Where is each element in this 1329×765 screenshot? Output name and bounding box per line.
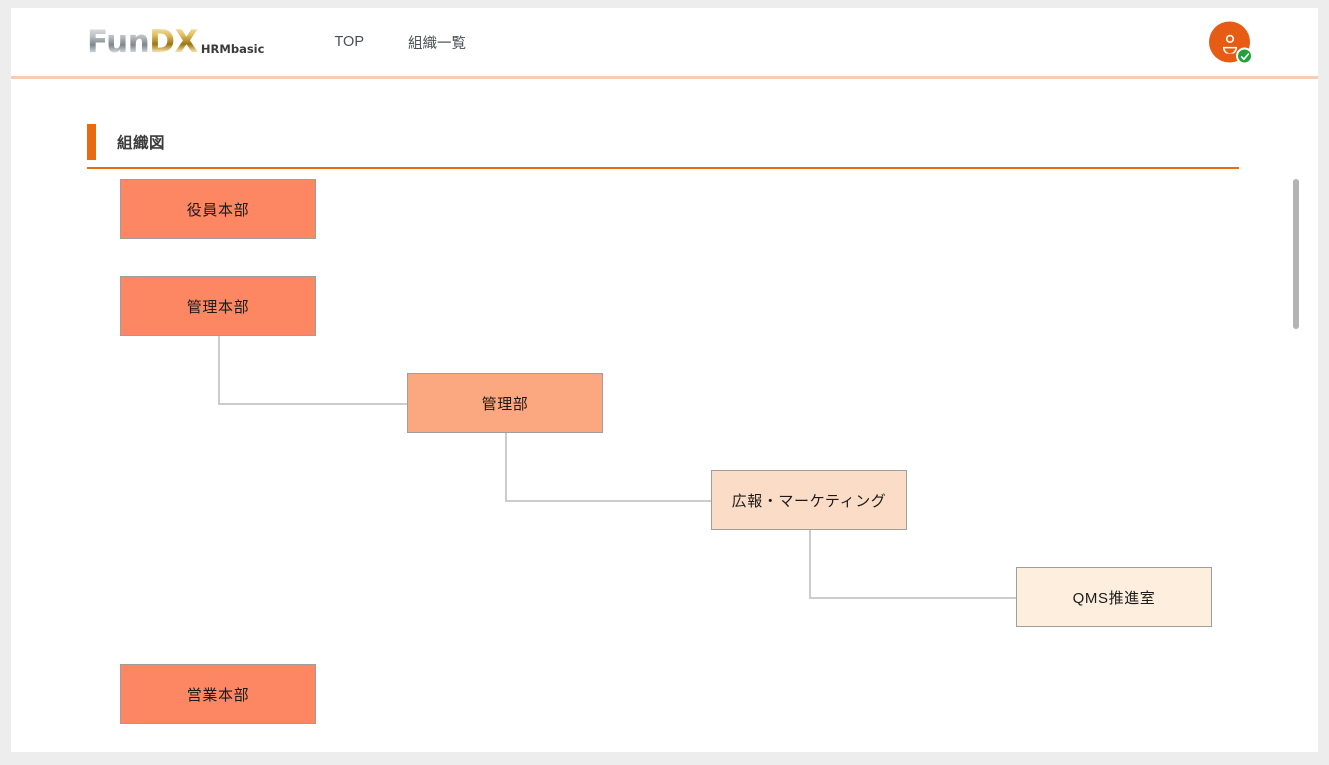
org-node-label: 広報・マーケティング [731,492,887,510]
org-node-label: 管理本部 [186,298,250,316]
nav-link-org-list[interactable]: 組織一覧 [408,35,466,52]
main-nav: TOP 組織一覧 [312,26,488,59]
org-node-label: 管理部 [481,395,529,413]
org-node[interactable]: QMS推進室 [1016,567,1212,627]
chart-scrollbar-track[interactable] [1292,179,1300,734]
org-node[interactable]: 広報・マーケティング [711,470,907,530]
org-connector-horizontal [218,403,407,405]
org-connector-vertical [505,433,507,500]
chart-scrollbar-thumb[interactable] [1293,179,1299,329]
org-connector-vertical [809,530,811,597]
bottom-strip [11,739,1318,749]
brand-logo-text: FunDX [87,23,198,60]
brand-logo-dx: DX [149,23,198,60]
org-connector-horizontal [809,597,1016,599]
brand-logo-fun: Fun [87,23,150,60]
org-chart-canvas: 役員本部管理本部管理部広報・マーケティング QMS推進室営業本部 [87,179,1247,734]
app-header: FunDX HRMbasic TOP 組織一覧 [11,8,1318,79]
org-node[interactable]: 営業本部 [120,664,316,724]
verified-check-icon [1236,47,1253,65]
org-node-label: 営業本部 [186,686,250,704]
page-title-section: 組織図 [87,124,1239,169]
page-card: FunDX HRMbasic TOP 組織一覧 [11,8,1318,752]
user-avatar-icon [1219,31,1241,53]
org-chart-viewport[interactable]: 役員本部管理本部管理部広報・マーケティング QMS推進室営業本部 [87,179,1247,734]
org-connector-vertical [218,336,220,403]
header-right [1209,21,1253,65]
org-node-label: 役員本部 [186,201,250,219]
org-node[interactable]: 管理部 [407,373,603,433]
org-node[interactable]: 役員本部 [120,179,316,239]
brand-logo[interactable]: FunDX HRMbasic [87,23,265,60]
page-title: 組織図 [117,135,166,152]
org-node-label: QMS推進室 [1072,589,1156,607]
title-accent-bar [87,124,96,160]
org-node[interactable]: 管理本部 [120,276,316,336]
nav-link-top[interactable]: TOP [334,34,364,50]
brand-subtitle: HRMbasic [200,41,265,56]
user-avatar-button[interactable] [1209,21,1253,65]
page-content: 組織図 役員本部管理本部管理部広報・マーケティング QMS推進室営業本部 [11,79,1318,749]
org-connector-horizontal [505,500,711,502]
